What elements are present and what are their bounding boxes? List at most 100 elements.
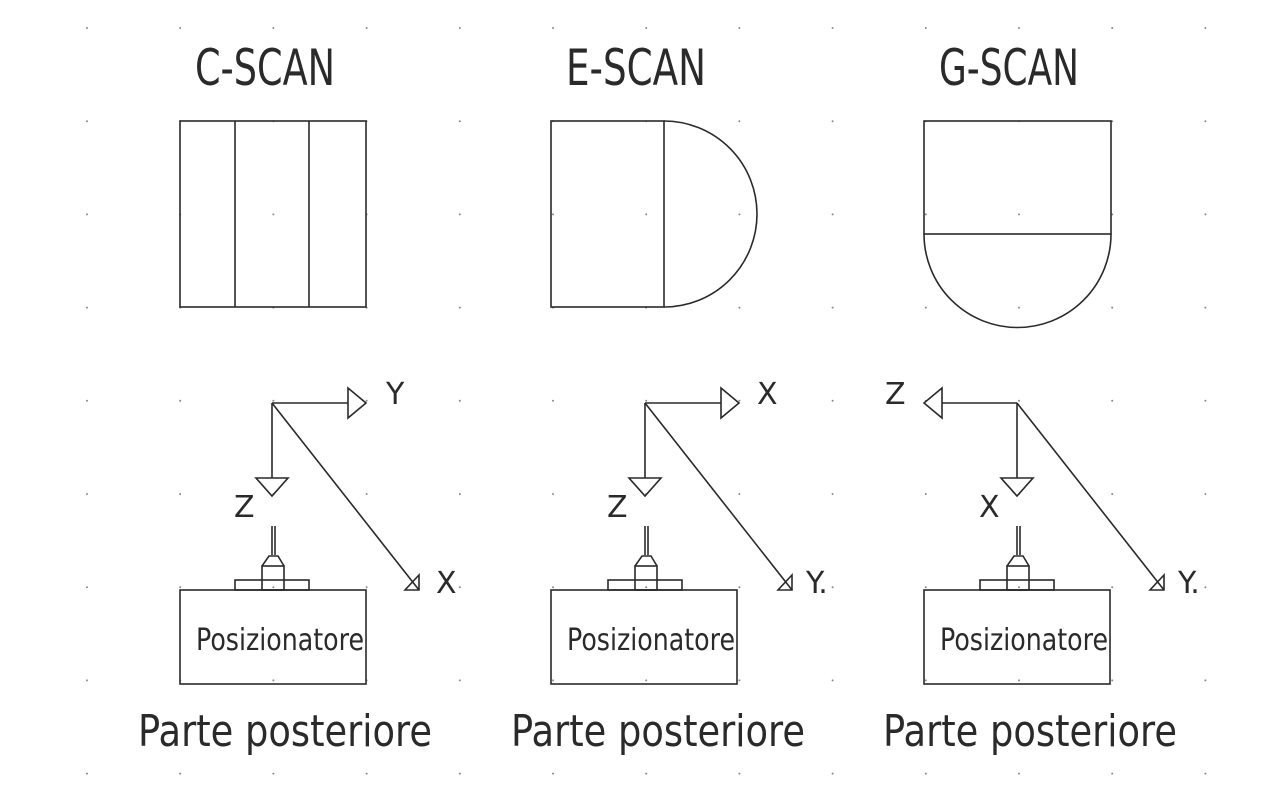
grid-dot <box>645 213 648 216</box>
grid-dot <box>924 772 927 775</box>
grid-dot <box>86 399 88 402</box>
grid-dot <box>1111 586 1114 589</box>
panel-title: E-SCAN <box>566 39 706 97</box>
g-scan-shape <box>923 120 1112 329</box>
arrow-left-icon <box>922 386 943 420</box>
arrow-diagonal-icon <box>403 572 420 591</box>
grid-dot <box>552 772 554 775</box>
positioner-label: Posizionatore <box>196 623 364 658</box>
grid-dot <box>924 586 927 589</box>
grid-dot <box>831 679 834 682</box>
grid-dot <box>458 399 461 402</box>
grid-dot <box>458 306 461 309</box>
caption: Parte posteriore <box>511 706 805 757</box>
grid-dot <box>1204 399 1207 402</box>
grid-dot <box>645 399 648 402</box>
e-scan-shape <box>550 120 758 308</box>
probe-and-positioner: Posizionatore <box>179 526 367 685</box>
arrow-diagonal-icon <box>1148 572 1165 591</box>
axis-label-left: Z <box>885 377 906 412</box>
grid-dot <box>738 493 741 495</box>
grid-dot <box>86 27 88 29</box>
grid-dot <box>1204 306 1207 309</box>
arrow-right-icon <box>720 386 741 420</box>
positioner-box <box>923 589 1111 685</box>
positioner-box <box>179 589 367 685</box>
caption: Parte posteriore <box>883 706 1177 757</box>
grid-dot <box>86 493 88 495</box>
axis-label-right: X <box>757 377 778 412</box>
grid-dot <box>1204 120 1207 123</box>
grid-dot <box>831 586 834 589</box>
grid-dot <box>645 679 648 682</box>
arrow-down-icon <box>627 477 663 498</box>
grid-dot <box>1111 679 1114 682</box>
grid-dot <box>924 213 927 216</box>
probe-and-positioner: Posizionatore <box>923 526 1111 685</box>
arrow-down-icon <box>254 477 290 498</box>
grid-dot <box>179 493 182 495</box>
grid-dot <box>458 586 461 589</box>
caption: Parte posteriore <box>138 706 432 757</box>
positioner-label: Posizionatore <box>567 623 735 658</box>
arrow-down-icon <box>999 477 1035 498</box>
grid-dot <box>272 213 275 216</box>
panel-title: G-SCAN <box>939 39 1079 97</box>
axes: X Z Y. <box>607 377 828 601</box>
grid-dot <box>86 120 88 123</box>
grid-dot <box>738 120 741 123</box>
grid-dot <box>365 27 368 29</box>
grid-dot <box>86 586 88 589</box>
grid-dot <box>552 213 554 216</box>
grid-dot <box>1018 213 1020 216</box>
grid-dot <box>1204 493 1207 495</box>
axis-label-down: Z <box>607 490 628 525</box>
grid-dot <box>924 679 927 682</box>
grid-dot <box>272 27 275 29</box>
grid-dot <box>831 27 834 29</box>
grid-dot <box>924 493 927 495</box>
grid-dot <box>1018 306 1020 309</box>
grid-dot <box>552 586 554 589</box>
grid-dot <box>645 27 648 29</box>
grid-dot <box>1111 772 1114 775</box>
grid-dot <box>1204 27 1207 29</box>
grid-dot <box>924 306 927 309</box>
grid-dot <box>458 120 461 123</box>
grid-dots <box>86 27 1207 775</box>
grid-dot <box>552 399 554 402</box>
grid-dot <box>86 772 88 775</box>
arrow-diagonal-icon <box>776 572 793 591</box>
grid-dot <box>738 586 741 589</box>
grid-dot <box>179 27 182 29</box>
grid-dot <box>738 679 741 682</box>
grid-dot <box>1111 306 1114 309</box>
grid-dot <box>272 399 275 402</box>
grid-dot <box>831 399 834 402</box>
positioner-box <box>550 589 738 685</box>
grid-dot <box>738 27 741 29</box>
axes: Y Z X <box>234 377 457 601</box>
grid-dot <box>831 306 834 309</box>
grid-dot <box>1018 586 1020 589</box>
axis-label-diagonal: Y. <box>805 566 828 601</box>
grid-dot <box>458 679 461 682</box>
grid-dot <box>738 306 741 309</box>
arrow-right-icon <box>347 386 368 420</box>
grid-dot <box>645 586 648 589</box>
grid-dot <box>365 586 368 589</box>
grid-dot <box>1018 27 1020 29</box>
grid-dot <box>365 772 368 775</box>
grid-dot <box>458 27 461 29</box>
axis-label-right: Y <box>385 377 405 412</box>
grid-dot <box>1018 772 1020 775</box>
panel-c-scan: C-SCAN Y Z X Posizionatore Parte post <box>138 39 457 757</box>
grid-dot <box>738 772 741 775</box>
grid-dot <box>1018 399 1020 402</box>
grid-dot <box>86 213 88 216</box>
axis-label-down: Z <box>234 490 255 525</box>
grid-dot <box>831 213 834 216</box>
grid-dot <box>179 399 182 402</box>
c-scan-shape <box>179 120 367 308</box>
grid-dot <box>272 679 275 682</box>
